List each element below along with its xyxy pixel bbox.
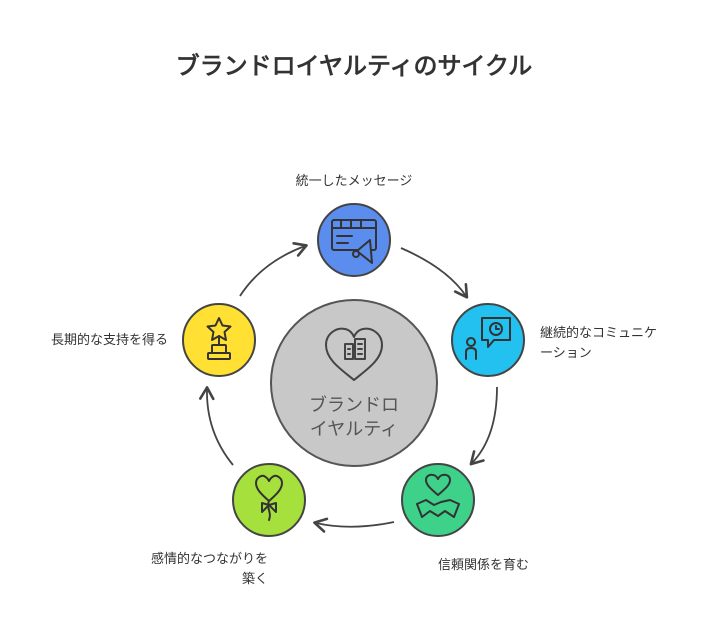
arrow-step2-to-step3 xyxy=(469,386,498,466)
step-node-unified-message xyxy=(317,203,391,277)
billboard-megaphone-icon xyxy=(331,219,377,264)
diagram-title: ブランドロイヤルティのサイクル xyxy=(175,52,533,80)
step-label-emotional-connection: 感情的なつながりを 築く xyxy=(150,552,268,587)
step-node-long-term-support xyxy=(182,303,256,377)
arrow-step1-to-step2 xyxy=(400,247,469,299)
step-label-unified-message: 統一したメッセージ xyxy=(295,174,413,189)
person-clock-speech-icon xyxy=(465,317,511,360)
arrow-step4-to-step5 xyxy=(199,386,234,466)
building-heart-icon xyxy=(325,327,383,381)
arrow-step3-to-step4 xyxy=(313,517,395,533)
star-trophy-icon xyxy=(206,317,232,360)
arrow-step5-to-step1 xyxy=(239,242,308,297)
step-node-emotional-connection xyxy=(232,463,306,537)
step-node-continuous-communication xyxy=(451,303,525,377)
step-node-nurture-trust xyxy=(401,463,475,537)
step-label-long-term-support: 長期的な支持を得る xyxy=(50,333,168,348)
step-label-continuous-communication: 継続的なコミュニケ ーション xyxy=(540,326,658,361)
center-label: ブランドロ イヤルティ xyxy=(309,395,399,440)
center-node xyxy=(270,299,438,467)
step-label-nurture-trust: 信頼関係を育む xyxy=(438,558,530,573)
heart-balloon-icon xyxy=(255,474,283,521)
handshake-heart-icon xyxy=(416,473,460,518)
